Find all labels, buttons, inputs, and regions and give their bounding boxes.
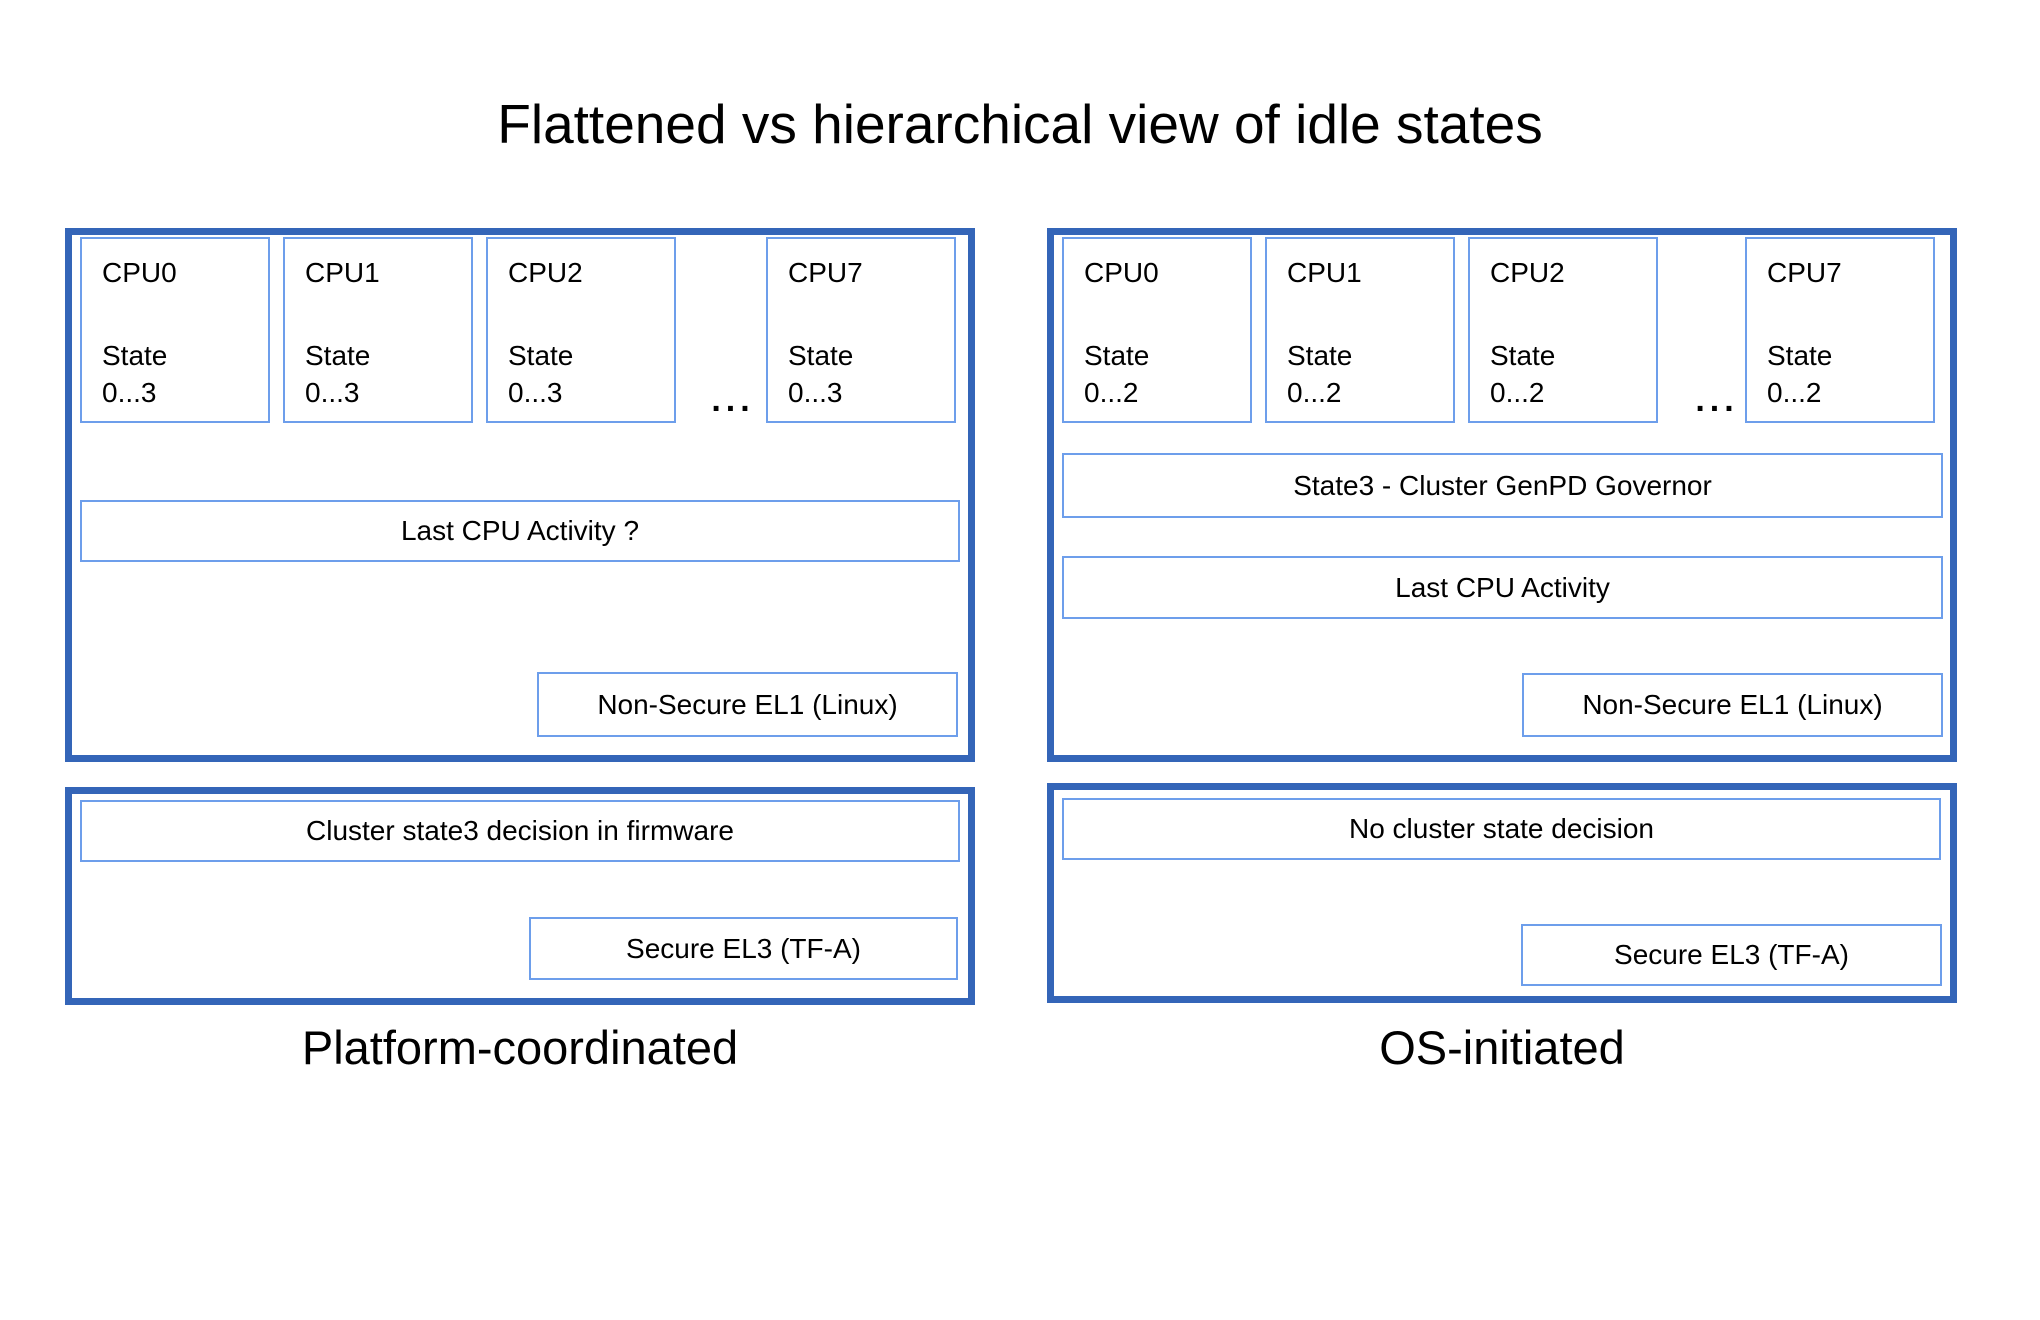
cpu2-box: CPU2 State 0...2 [1468,237,1658,423]
cluster-decision-box: Cluster state3 decision in firmware [80,800,960,862]
cpu-state-block: State 0...2 [1767,338,1925,411]
cpu-name: CPU7 [788,257,863,288]
cpu1-box: CPU1 State 0...3 [283,237,473,423]
cpu-state-range: 0...3 [788,376,843,408]
cpu-state-range: 0...3 [102,376,157,408]
cpu-name: CPU0 [102,257,177,288]
cluster-genpd-governor-box: State3 - Cluster GenPD Governor [1062,453,1943,518]
cpu-state-block: State 0...3 [305,338,463,411]
os-initiated-caption: OS-initiated [1379,1021,1625,1074]
cpu-name: CPU0 [1084,257,1159,288]
cpu-state-label: State [1490,340,1556,372]
no-cluster-decision-box: No cluster state decision [1062,798,1941,860]
cpu-state-block: State 0...3 [508,338,666,411]
cpu-name: CPU7 [1767,257,1842,288]
last-cpu-activity-box: Last CPU Activity [1062,556,1943,619]
cpu0-box: CPU0 State 0...2 [1062,237,1252,423]
cpu-state-range: 0...2 [1287,376,1342,408]
cpu-state-range: 0...2 [1490,376,1545,408]
platform-coordinated-nonsecure-container: CPU0 State 0...3 CPU1 State 0...3 CPU2 S… [65,228,975,762]
cpu-state-label: State [102,340,168,372]
non-secure-el1-box: Non-Secure EL1 (Linux) [537,672,958,737]
platform-coordinated-caption: Platform-coordinated [301,1021,739,1074]
cpu7-box: CPU7 State 0...2 [1745,237,1935,423]
cpu1-box: CPU1 State 0...2 [1265,237,1455,423]
os-initiated-nonsecure-container: CPU0 State 0...2 CPU1 State 0...2 CPU2 S… [1047,228,1957,762]
secure-el3-box: Secure EL3 (TF-A) [529,917,958,980]
cpu-state-label: State [508,340,574,372]
ellipsis-text: ... [1695,381,1739,419]
cpu-state-label: State [1084,340,1150,372]
platform-coordinated-secure-container: Cluster state3 decision in firmware Secu… [65,787,975,1005]
cpu-name: CPU2 [1490,257,1565,288]
cpu-state-block: State 0...2 [1287,338,1445,411]
cpu-state-block: State 0...3 [102,338,260,411]
cpu-state-block: State 0...2 [1084,338,1242,411]
cpu-state-block: State 0...2 [1490,338,1648,411]
cpu-state-range: 0...3 [305,376,360,408]
cpu2-box: CPU2 State 0...3 [486,237,676,423]
cpu-state-label: State [788,340,854,372]
non-secure-el1-box: Non-Secure EL1 (Linux) [1522,673,1943,737]
cpu-name: CPU1 [305,257,380,288]
last-cpu-activity-box: Last CPU Activity ? [80,500,960,562]
cpu-state-label: State [305,340,371,372]
secure-el3-box: Secure EL3 (TF-A) [1521,924,1942,986]
cpu-state-block: State 0...3 [788,338,946,411]
cpu-name: CPU2 [508,257,583,288]
cpu-state-range: 0...2 [1084,376,1139,408]
cpu-state-range: 0...2 [1767,376,1822,408]
cpu0-box: CPU0 State 0...3 [80,237,270,423]
cpu7-box: CPU7 State 0...3 [766,237,956,423]
os-initiated-secure-container: No cluster state decision Secure EL3 (TF… [1047,783,1957,1003]
cpu-name: CPU1 [1287,257,1362,288]
cpu-state-label: State [1287,340,1353,372]
cpu-state-label: State [1767,340,1833,372]
diagram-title: Flattened vs hierarchical view of idle s… [497,93,1543,155]
ellipsis-text: ... [711,381,755,419]
cpu-state-range: 0...3 [508,376,563,408]
